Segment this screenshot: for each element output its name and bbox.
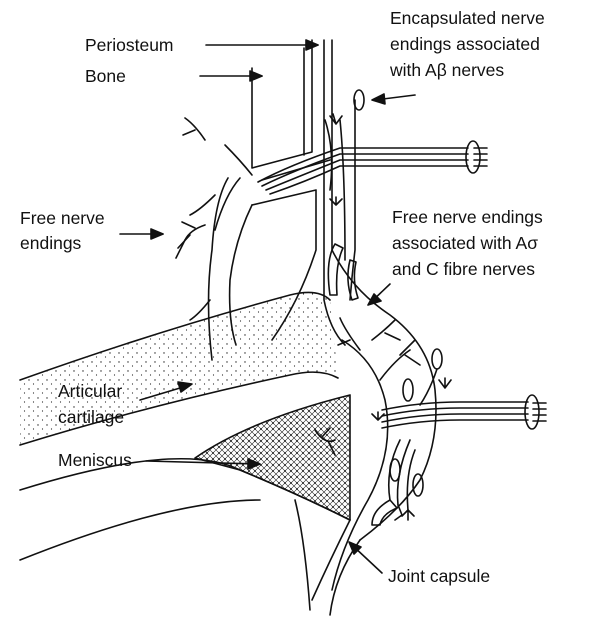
articular-cartilage-label-line-1: Articular xyxy=(58,381,122,402)
upper-nerve-bundle xyxy=(258,141,487,194)
free-nerve-ac-label-line-1: Free nerve endings xyxy=(392,207,543,228)
free-nerve-ac-label-line-3: and C fibre nerves xyxy=(392,259,535,280)
free-nerve-endings-label-line-2: endings xyxy=(20,233,81,254)
bone-label: Bone xyxy=(85,66,126,87)
upper-nerve-branches xyxy=(190,90,364,300)
encapsulated-label-line-3: with Aβ nerves xyxy=(390,60,504,81)
free-nerve-ac-label-line-2: associated with Aσ xyxy=(392,233,538,254)
meniscus-label: Meniscus xyxy=(58,450,132,471)
free-nerve-endings-left xyxy=(176,118,210,320)
free-nerve-endings-capsule xyxy=(338,318,420,380)
free-nerve-endings-label-line-1: Free nerve xyxy=(20,208,105,229)
articular-cartilage-label-line-2: cartilage xyxy=(58,407,124,428)
bone-shaft xyxy=(252,40,312,168)
joint-capsule-label: Joint capsule xyxy=(388,566,490,587)
encapsulated-label-line-1: Encapsulated nerve xyxy=(390,8,545,29)
meniscus-shape xyxy=(195,395,350,520)
periosteum-label: Periosteum xyxy=(85,35,174,56)
encapsulated-label-line-2: endings associated xyxy=(390,34,540,55)
